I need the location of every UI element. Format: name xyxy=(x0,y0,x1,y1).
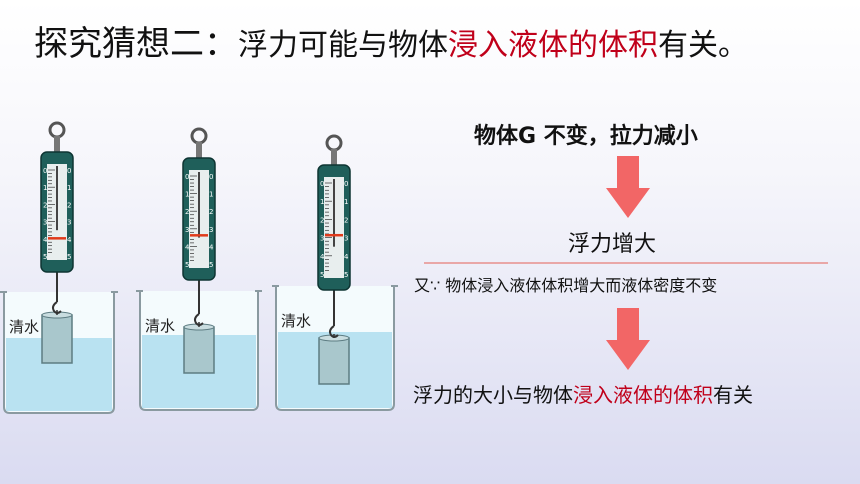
scale-tick-label: 4 xyxy=(209,243,214,251)
beaker-label: 清水 xyxy=(9,318,39,336)
scale-tick-label: 3 xyxy=(209,226,213,234)
beaker-label: 清水 xyxy=(281,312,311,330)
down-arrow-icon xyxy=(606,308,650,370)
scale-tick-label: 2 xyxy=(67,201,71,209)
ring xyxy=(325,134,343,152)
cylinder-object xyxy=(183,323,215,374)
scale-tick-label: 1 xyxy=(320,198,324,206)
statement-buoyancy-increase: 浮力增大 xyxy=(568,232,657,257)
hook xyxy=(194,280,204,326)
scale-tick-label: 5 xyxy=(344,271,348,279)
scale-tick-label: 2 xyxy=(320,216,324,224)
reason-text: 又∵ 物体浸入液体体积增大而液体密度不变 xyxy=(414,276,718,295)
scale-tick-label: 4 xyxy=(185,243,190,251)
conclusion-prefix: 浮力的大小与物体 xyxy=(413,383,573,407)
scale-tick-label: 5 xyxy=(67,253,71,261)
conclusion-text: 浮力的大小与物体浸入液体的体积有关 xyxy=(413,379,753,408)
scale-tick-label: 2 xyxy=(344,216,348,224)
slide-title: 探究猜想二：浮力可能与物体浸入液体的体积有关。 xyxy=(34,22,748,68)
ring xyxy=(48,121,66,139)
scale-tick-label: 0 xyxy=(344,180,348,188)
experiment-illustration: 清水 0 0 1 1 2 2 3 3 4 4 5 5 清水 0 0 1 1 2 2 3 3 4 4 5 5 清水 0 0 1 1 2 2 3 3 4 4… xyxy=(0,121,398,414)
divider-line xyxy=(424,262,828,264)
title-suffix: 有关。 xyxy=(658,28,748,63)
scale-tick-label: 2 xyxy=(209,208,213,216)
pointer-indicator xyxy=(325,233,343,237)
title-middle: 浮力可能与物体 xyxy=(238,28,448,63)
conclusion-suffix: 有关 xyxy=(713,383,753,407)
scale-tick-label: 5 xyxy=(209,261,213,269)
scale-tick-label: 3 xyxy=(344,235,348,243)
scale-tick-label: 4 xyxy=(344,253,349,261)
scale-tick-label: 2 xyxy=(185,208,189,216)
conclusion-highlight: 浸入液体的体积 xyxy=(573,383,713,407)
scale-tick-label: 1 xyxy=(344,198,348,206)
spring-scale-setup: 清水 0 0 1 1 2 2 3 3 4 4 5 5 xyxy=(272,134,398,411)
scale-tick-label: 1 xyxy=(209,191,213,199)
cylinder-object xyxy=(41,311,73,364)
pointer-indicator xyxy=(48,237,66,240)
scale-tick-label: 2 xyxy=(43,201,47,209)
scale-tick-label: 0 xyxy=(209,173,213,181)
cylinder-object xyxy=(318,334,350,385)
title-highlight: 浸入液体的体积 xyxy=(448,28,658,63)
scale-tick-label: 0 xyxy=(185,173,189,181)
scale-tick-label: 0 xyxy=(320,180,324,188)
down-arrow-icon xyxy=(606,156,650,218)
spring-scale-setup: 清水 0 0 1 1 2 2 3 3 4 4 5 5 xyxy=(0,121,118,414)
statement-weight-constant: 物体G 不变，拉力减小 xyxy=(474,124,698,149)
scale-tick-label: 5 xyxy=(185,261,189,269)
scale-tick-label: 5 xyxy=(320,271,324,279)
scale-tick-label: 5 xyxy=(43,253,47,261)
scale-tick-label: 3 xyxy=(43,219,47,227)
hook xyxy=(52,272,62,314)
scale-tick-label: 4 xyxy=(67,236,72,244)
scale-tick-label: 1 xyxy=(67,184,71,192)
scale-tick-label: 1 xyxy=(185,191,189,199)
ring xyxy=(190,127,208,145)
hook xyxy=(329,290,339,338)
scale-tick-label: 0 xyxy=(67,167,71,175)
scale-tick-label: 4 xyxy=(320,253,325,261)
scale-tick-label: 1 xyxy=(43,184,47,192)
scale-tick-label: 4 xyxy=(43,236,48,244)
beaker-label: 清水 xyxy=(145,317,175,335)
scale-tick-label: 0 xyxy=(43,167,47,175)
scale-tick-label: 3 xyxy=(185,226,189,234)
spring-scale-setup: 清水 0 0 1 1 2 2 3 3 4 4 5 5 xyxy=(136,127,262,411)
pointer-indicator xyxy=(190,234,208,237)
title-prefix: 探究猜想二： xyxy=(34,24,238,64)
scale-tick-label: 3 xyxy=(320,235,324,243)
scale-tick-label: 3 xyxy=(67,219,71,227)
